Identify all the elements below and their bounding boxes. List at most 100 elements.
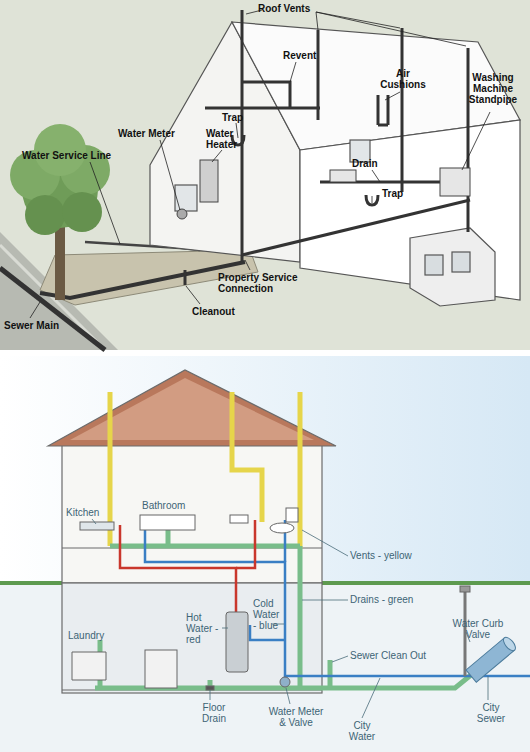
top-pipes: [401, 28, 404, 192]
part-label: Property Service Connection: [218, 272, 318, 294]
top-leader-lines: [212, 150, 222, 162]
top-pipes: [467, 48, 470, 232]
top-leader-lines: [462, 112, 490, 170]
fixtures: [330, 170, 356, 182]
house-section: [48, 370, 336, 693]
bottom-leader-lines: [92, 519, 488, 718]
part-label: Water Curb Valve: [448, 618, 508, 640]
drains-green: [95, 530, 482, 688]
top-leader-lines: [290, 62, 296, 82]
bottom-fixtures: [270, 523, 294, 533]
hot-water-red: [120, 520, 255, 612]
vents-yellow: [110, 392, 300, 548]
part-label: Air Cushions: [372, 68, 434, 90]
bottom-leader-lines: [222, 628, 228, 629]
fixtures: [440, 168, 470, 196]
house-section: [62, 583, 322, 693]
hot-water-red: [120, 525, 236, 612]
bottom-leader-lines: [210, 690, 211, 700]
drains-green: [110, 544, 300, 549]
cold-water-blue: [145, 520, 530, 680]
top-pipes: [377, 95, 380, 125]
top-leader-lines: [90, 162, 120, 244]
part-label: City Water: [342, 720, 382, 742]
top-pipes: [378, 124, 388, 127]
tree: [25, 195, 65, 235]
top-leader-lines: [245, 260, 250, 270]
bottom-panel: [0, 356, 530, 752]
part-label: Cold Water - blue: [253, 598, 285, 631]
drains-green: [95, 686, 300, 691]
part-label: Water Service Line: [22, 150, 137, 161]
grass: [322, 581, 530, 585]
bottom-fixtures: [145, 650, 177, 688]
house: [452, 252, 470, 272]
part-label: Sewer Main: [4, 320, 84, 331]
hot-water-red: [236, 520, 255, 568]
house-section: [48, 370, 336, 446]
top-leader-lines: [30, 10, 490, 318]
bottom-panel: [0, 356, 530, 752]
bottom-fixtures: [140, 515, 195, 530]
grass: [0, 581, 62, 585]
top-pipes: [205, 10, 470, 262]
fixtures: [177, 160, 470, 219]
top-leader-lines: [316, 12, 318, 30]
part-label: Trap: [382, 188, 412, 199]
bottom-leader-lines: [286, 688, 290, 704]
top-panel: [0, 0, 530, 350]
bottom-fixtures: [460, 586, 470, 592]
bottom-leader-lines: [302, 530, 348, 556]
bottom-fixtures: [280, 677, 290, 687]
top-leader-lines: [372, 196, 373, 203]
bottom-fixtures: [80, 522, 114, 530]
part-label: City Sewer: [470, 702, 512, 724]
vents-yellow: [298, 392, 303, 548]
top-pipes: [387, 95, 390, 125]
top-leader-lines: [316, 12, 466, 46]
top-pipes: [242, 200, 470, 255]
part-label: Water Heater: [206, 128, 252, 150]
part-label: Drains - green: [350, 594, 450, 605]
part-label: Sewer Clean Out: [350, 650, 450, 661]
top-leader-lines: [30, 302, 40, 318]
part-label: Vents - yellow: [350, 550, 450, 561]
bottom-leader-lines: [332, 656, 348, 662]
sewer-main-pipe: [0, 268, 105, 350]
part-label: Water Meter: [118, 128, 198, 139]
bottom-fixtures: [286, 508, 298, 522]
vents-yellow: [232, 392, 262, 522]
cold-water-blue: [285, 675, 530, 678]
top-pipes: [205, 107, 320, 110]
city-sewer-pipe: [466, 635, 518, 682]
top-leader-lines: [316, 12, 400, 28]
bottom-fixtures: [206, 686, 214, 690]
top-leader-lines: [236, 123, 238, 138]
house: [425, 255, 443, 275]
house: [175, 185, 197, 211]
part-label: Water Meter & Valve: [266, 706, 326, 728]
house: [150, 22, 520, 306]
part-label: Cleanout: [192, 306, 252, 317]
part-label: Revent: [283, 50, 333, 61]
bottom-fixtures: [230, 515, 248, 523]
bottom-fixtures: [72, 652, 106, 680]
top-pipes: [242, 82, 290, 108]
part-label: Hot Water - red: [186, 612, 224, 645]
bottom-panel: [0, 583, 530, 752]
top-panel: [0, 0, 530, 350]
drains-green: [328, 660, 333, 688]
top-leader-lines: [160, 140, 180, 210]
top-pipes: [366, 195, 378, 205]
building-sewer: [40, 262, 245, 298]
part-label: Trap: [222, 112, 252, 123]
part-label: Floor Drain: [194, 702, 234, 724]
top-leader-lines: [186, 286, 200, 304]
bottom-leader-lines: [362, 678, 380, 718]
bottom-leader-lines: [302, 600, 348, 601]
part-label: Washing Machine Standpipe: [458, 72, 528, 105]
bottom-fixtures: [226, 612, 248, 672]
part-label: Bathroom: [142, 500, 202, 511]
fixtures: [200, 160, 218, 202]
drains-green: [166, 530, 171, 546]
